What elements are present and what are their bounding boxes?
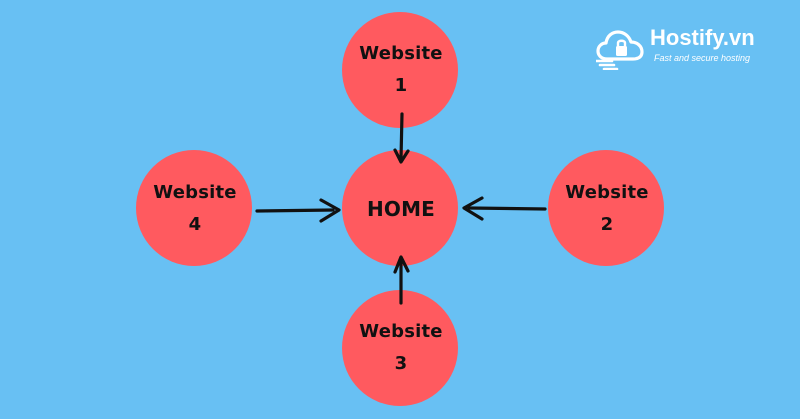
website-4-node: Website 4: [136, 151, 254, 266]
website-4-number: 4: [188, 213, 202, 235]
website-3-number: 3: [394, 352, 408, 374]
brand-logo: Hostify.vn Fast and secure hosting: [596, 26, 771, 74]
website-4-node-circle: [136, 150, 252, 266]
website-2-node-circle: [548, 150, 664, 266]
arrow-website-3-to-home: [393, 255, 410, 305]
website-2-label: Website: [565, 181, 649, 203]
website-3-node: Website 3: [342, 290, 460, 405]
website-2-number: 2: [600, 213, 614, 235]
website-1-label: Website: [359, 42, 443, 64]
home-label: HOME: [366, 196, 436, 221]
website-1-node: Website 1: [342, 12, 460, 127]
home-node: HOME: [342, 151, 460, 266]
arrow-website-4-to-home: [255, 198, 341, 223]
arrow-website-1-to-home: [393, 112, 410, 164]
cloud-lock-icon: [596, 30, 644, 70]
home-node-circle: [342, 150, 458, 266]
arrow-website-2-to-home: [462, 196, 547, 221]
brand-tagline: Fast and secure hosting: [654, 53, 751, 63]
website-3-label: Website: [359, 320, 443, 342]
website-2-node: Website 2: [548, 151, 666, 266]
website-4-label: Website: [153, 181, 237, 203]
brand-name: Hostify.vn: [650, 25, 755, 50]
website-1-node-circle: [342, 12, 458, 128]
website-1-number: 1: [394, 74, 408, 96]
website-3-node-circle: [342, 290, 458, 406]
